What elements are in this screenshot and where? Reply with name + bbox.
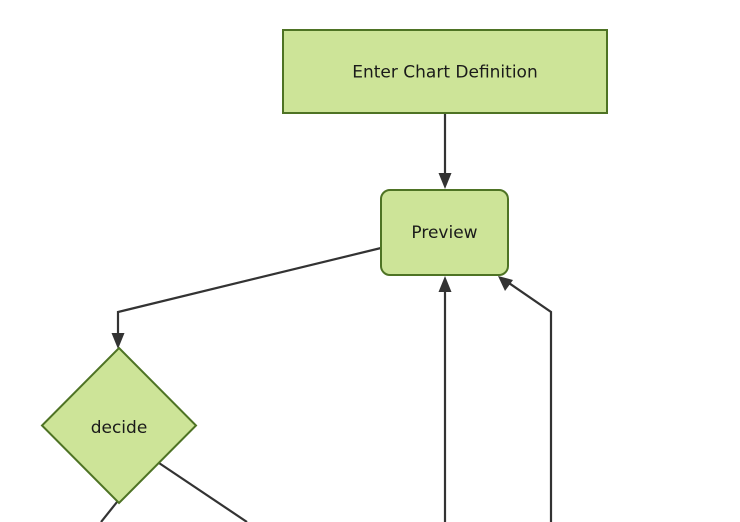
node-decide[interactable]: decide — [40, 346, 198, 505]
node-preview[interactable]: Preview — [380, 189, 509, 276]
node-preview-label: Preview — [411, 223, 477, 243]
node-decide-label: decide — [91, 418, 148, 438]
edge-enter-to-preview — [438, 113, 452, 189]
edge-enter-to-preview-arrowhead — [438, 173, 452, 189]
edge-preview-to-decide — [111, 246, 382, 349]
edge-preview-to-decide-arrowhead — [111, 333, 125, 349]
edge-decide-out-bottom-line — [100, 501, 118, 522]
edge-return-right-to-preview-arrowhead — [498, 276, 513, 291]
node-enter-chart-definition[interactable]: Enter Chart Definition — [282, 29, 608, 114]
edge-return-right-to-preview — [498, 276, 553, 522]
edge-return-center-to-preview-arrowhead — [438, 276, 452, 292]
edge-decide-out-bottom — [100, 501, 118, 522]
node-enter-chart-definition-label: Enter Chart Definition — [352, 63, 537, 83]
edge-preview-to-decide-line — [116, 246, 382, 339]
node-enter-chart-definition-shape[interactable] — [282, 29, 608, 114]
edge-return-center-to-preview — [438, 276, 452, 522]
node-decide-shape[interactable] — [40, 346, 198, 505]
edge-return-right-to-preview-line — [505, 280, 553, 522]
node-preview-shape[interactable] — [380, 189, 509, 276]
edge-decide-out-right — [158, 462, 248, 522]
edge-decide-out-right-line — [158, 462, 248, 522]
